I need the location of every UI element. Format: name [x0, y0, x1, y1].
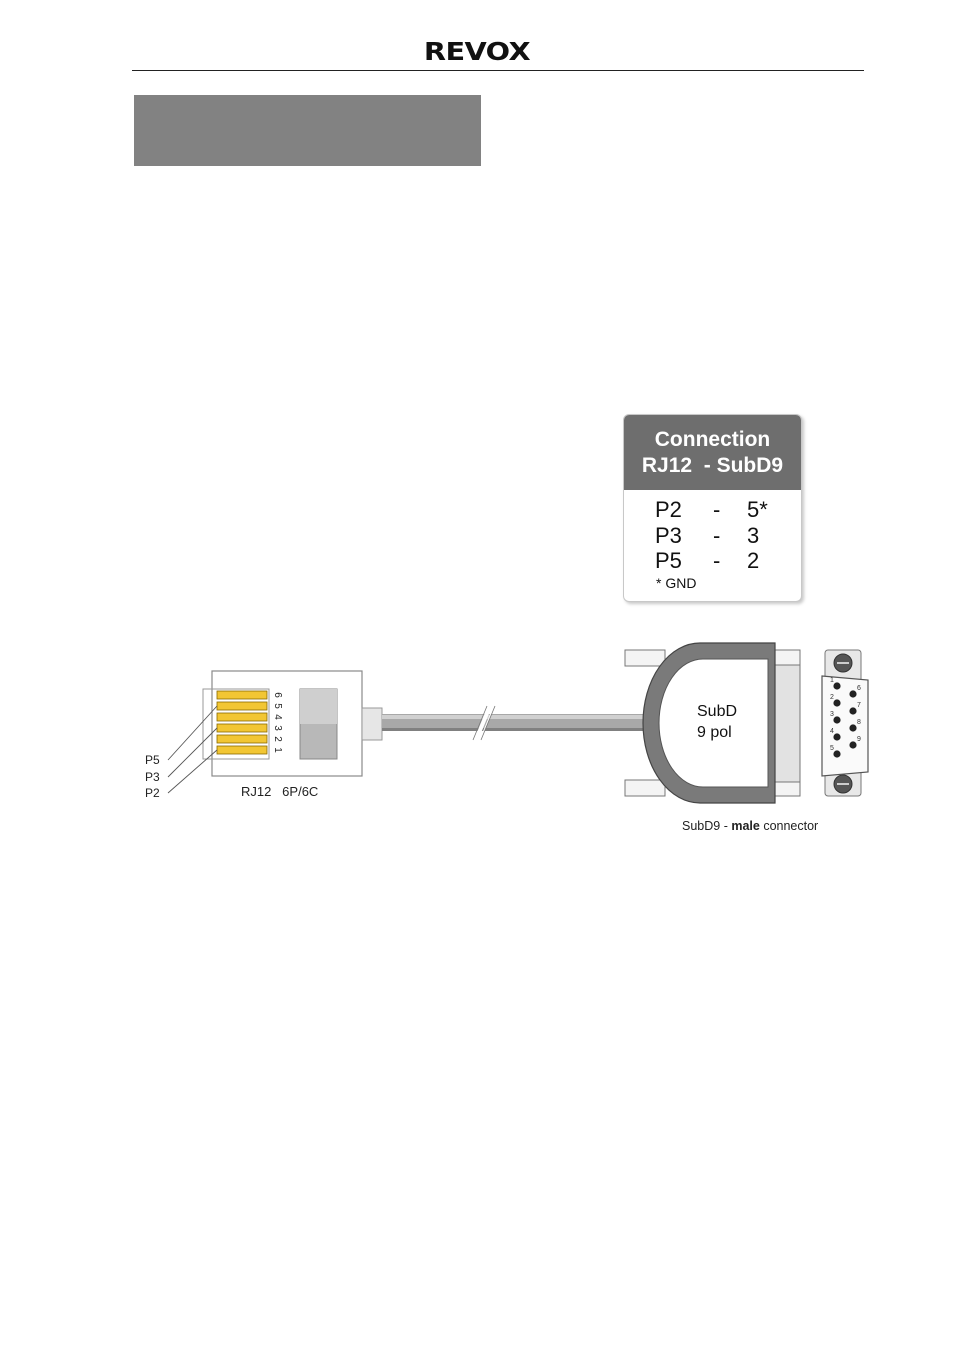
subd9-pin: 3 — [747, 523, 760, 548]
subd9-pin-number: 1 — [830, 677, 834, 684]
row-dash: - — [713, 497, 721, 522]
gnd-footnote: * GND — [656, 575, 697, 591]
rj12-pin-number: 3 — [272, 725, 283, 731]
subd9-pin-number: 3 — [830, 711, 834, 718]
subd9-pin-number: 2 — [830, 694, 834, 701]
wire-label-p5: P5 — [145, 753, 160, 767]
subd9-pin-number: 6 — [857, 685, 861, 692]
rj12-contact — [216, 745, 268, 755]
header-rule — [132, 70, 864, 71]
rj12-pin: P2 — [655, 497, 682, 522]
caption-prefix: SubD9 - — [682, 819, 731, 833]
rj12-contact — [216, 701, 268, 711]
subd9-pin-number: 8 — [857, 719, 861, 726]
rj12-pin: P5 — [655, 548, 682, 573]
subd9-pin — [833, 682, 841, 690]
connection-table: Connection RJ12 - SubD9 P2 - 5* P3 - 3 P… — [623, 414, 802, 602]
subd-body-label: 9 pol — [697, 724, 732, 741]
subd9-pin — [849, 690, 857, 698]
cable-boot — [361, 707, 383, 741]
subd9-pin — [833, 699, 841, 707]
subd9-pin-number: 5 — [830, 745, 834, 752]
rj12-label: RJ12 6P/6C — [241, 784, 318, 799]
subd9-pin: 5* — [747, 497, 768, 522]
rj12-pin-number: 5 — [272, 703, 283, 709]
subd9-pin — [833, 733, 841, 741]
wire-label-p3: P3 — [145, 770, 160, 784]
subd9-hood: SubD 9 pol — [624, 642, 801, 804]
rj12-contact — [216, 723, 268, 733]
subd9-pin-number: 4 — [830, 728, 834, 735]
connection-subtitle: RJ12 - SubD9 — [641, 454, 784, 477]
rj12-pin-number: 2 — [272, 736, 283, 742]
caption-bold: male — [731, 819, 760, 833]
rj12-pin: P3 — [655, 523, 682, 548]
connection-table-header: Connection RJ12 - SubD9 — [624, 415, 801, 490]
subd9-pin — [833, 716, 841, 724]
subd9-caption: SubD9 - male connector — [682, 819, 818, 833]
rj12-pin-number: 6 — [272, 692, 283, 698]
rj12-contact — [216, 712, 268, 722]
subd9-pin — [849, 724, 857, 732]
rj12-contact — [216, 734, 268, 744]
section-heading-bar — [134, 95, 481, 166]
rj12-plug: 6 5 4 3 2 1 RJ12 6P/6C — [202, 670, 383, 799]
subd9-pin — [849, 707, 857, 715]
caption-suffix: connector — [760, 819, 818, 833]
row-dash: - — [713, 523, 721, 548]
revox-logo: REVOX — [423, 37, 531, 66]
rj12-pin-number: 4 — [272, 714, 283, 720]
rj12-contact — [216, 690, 268, 700]
connection-title: Connection — [654, 428, 771, 451]
subd9-pin-number: 7 — [857, 702, 861, 709]
subd9-pin — [849, 741, 857, 749]
wire-label-p2: P2 — [145, 786, 160, 800]
subd9-pin — [833, 750, 841, 758]
rj12-pin-number: 1 — [272, 747, 283, 753]
wire-leader-lines — [167, 705, 218, 794]
subd9-pin-number: 9 — [857, 736, 861, 743]
subd9-connector-face: 1 2 3 4 5 6 7 8 9 — [821, 649, 869, 797]
subd9-pin: 2 — [747, 548, 760, 573]
subd-body-label: SubD — [697, 703, 737, 720]
row-dash: - — [713, 548, 721, 573]
cable — [382, 705, 644, 741]
